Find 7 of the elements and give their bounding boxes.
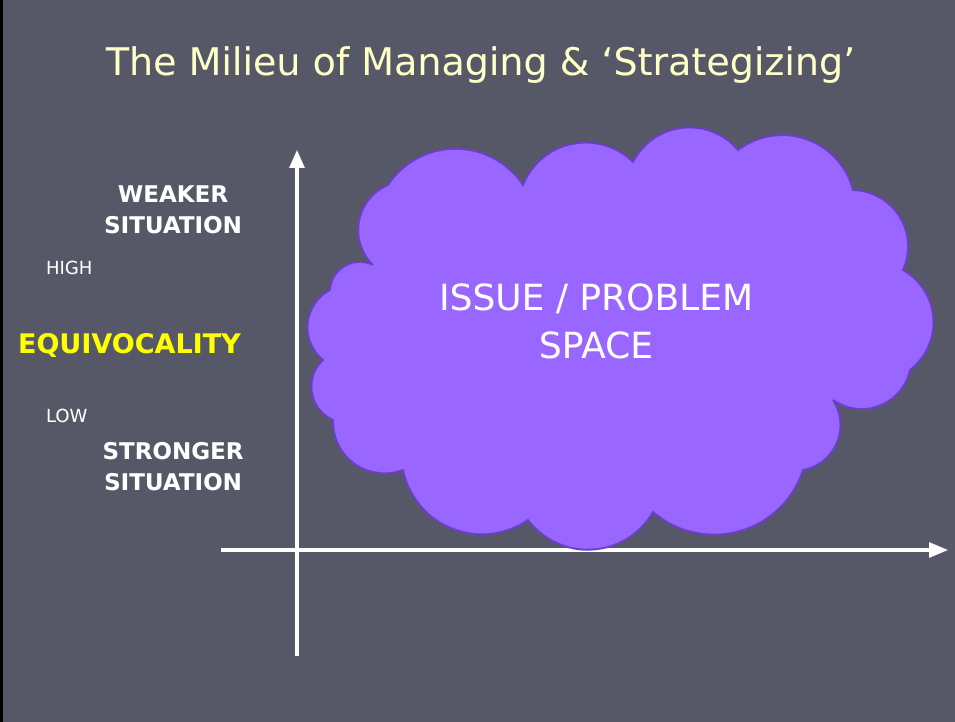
- axis-label: STRONGER SITUATION: [101, 438, 245, 498]
- axis-label: WEAKER SITUATION: [103, 181, 243, 241]
- scale-label: LOW: [46, 406, 88, 427]
- axis-title: EQUIVOCALITY: [18, 329, 241, 360]
- cloud-label: ISSUE / PROBLEM SPACE: [438, 277, 754, 369]
- slide-title: The Milieu of Managing & ‘Strategizing’: [104, 40, 856, 84]
- scale-label: HIGH: [46, 258, 92, 279]
